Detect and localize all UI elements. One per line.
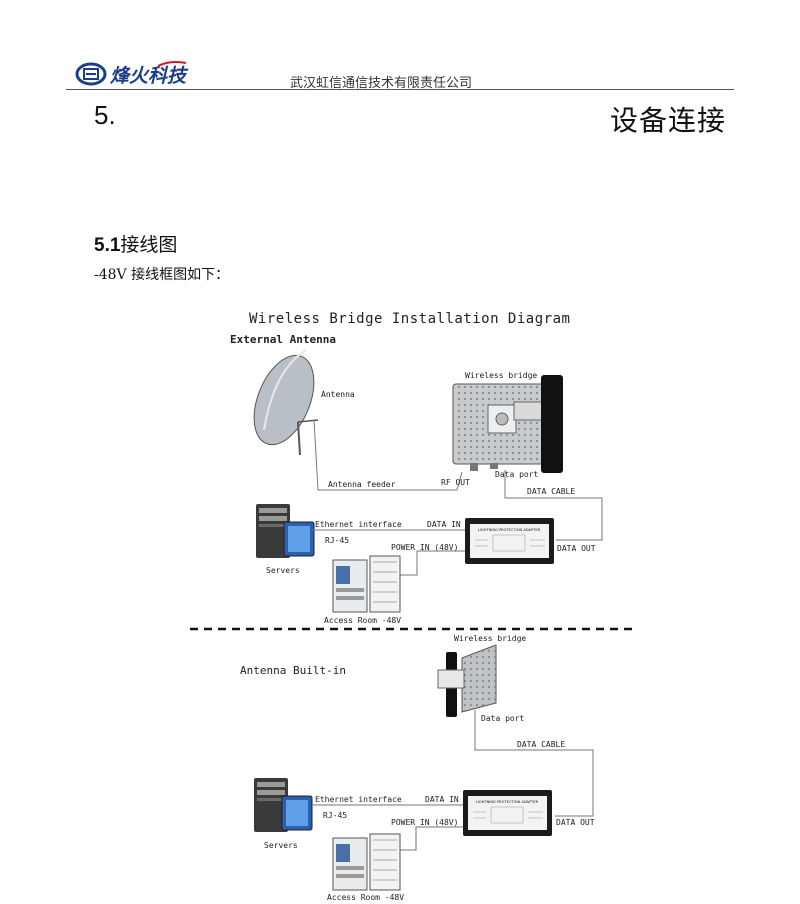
label-access-room-2: Access Room -48V — [327, 893, 404, 902]
label-antenna-feeder: Antenna feeder — [328, 480, 396, 489]
adapter-label-2: LIGHTNING PROTECTION ADAPTER — [476, 800, 539, 804]
dish-antenna — [253, 349, 319, 456]
diagram-title: Wireless Bridge Installation Diagram — [249, 311, 570, 327]
installation-diagram: Wireless Bridge Installation Diagram Ext… — [190, 311, 634, 902]
access-room-rack-1 — [332, 555, 401, 613]
server-icon-1 — [256, 504, 315, 558]
intro-text: -48V 接线框图如下： — [94, 267, 230, 283]
label-power-in-1: POWER IN (48V) — [391, 543, 458, 552]
logo-text: 烽火科技 — [109, 65, 189, 87]
label-power-in-2: POWER IN (48V) — [391, 818, 458, 827]
label-ethernet-2: Ethernet interface — [315, 795, 402, 804]
label-data-in-2: DATA IN — [425, 795, 459, 804]
label-servers-1: Servers — [266, 566, 300, 575]
page-header: 烽火科技 武汉虹信通信技术有限责任公司 — [66, 55, 734, 91]
header-divider — [66, 89, 734, 90]
server-icon-2 — [254, 778, 313, 832]
label-wireless-bridge-1: Wireless bridge — [465, 371, 537, 380]
label-rj45-2: RJ-45 — [323, 811, 347, 820]
company-name: 武汉虹信通信技术有限责任公司 — [290, 76, 473, 91]
protection-adapter-1: LIGHTNING PROTECTION ADAPTER — [465, 518, 554, 564]
section-title: 设备连接 — [609, 104, 726, 137]
access-room-rack-2 — [332, 833, 401, 891]
label-antenna: Antenna — [321, 390, 355, 399]
section-number: 5. — [94, 100, 116, 130]
label-data-port-2: Data port — [481, 714, 525, 723]
label-data-cable-1: DATA CABLE — [527, 487, 575, 496]
label-rf-out: RF OUT — [441, 478, 470, 487]
company-logo: 烽火科技 — [75, 61, 189, 87]
builtin-antenna-heading: Antenna Built-in — [240, 664, 346, 677]
label-data-cable-2: DATA CABLE — [517, 740, 565, 749]
label-rj45-1: RJ-45 — [325, 536, 349, 545]
label-data-out-1: DATA OUT — [557, 544, 596, 553]
subsection-number: 5.1 — [94, 235, 121, 256]
adapter-label-1: LIGHTNING PROTECTION ADAPTER — [478, 528, 541, 532]
label-wireless-bridge-2: Wireless bridge — [454, 634, 526, 643]
label-access-room-1: Access Room -48V — [324, 616, 401, 625]
label-data-out-2: DATA OUT — [556, 818, 595, 827]
label-servers-2: Servers — [264, 841, 298, 850]
wireless-bridge-2 — [437, 644, 497, 717]
label-data-port-1: Data port — [495, 470, 539, 479]
label-data-in-1: DATA IN — [427, 520, 461, 529]
subsection-title: 接线图 — [120, 234, 178, 256]
label-ethernet-1: Ethernet interface — [315, 520, 402, 529]
protection-adapter-2: LIGHTNING PROTECTION ADAPTER — [463, 790, 552, 836]
subsection-heading: 5.1接线图 — [94, 230, 177, 257]
wireless-bridge-1 — [452, 375, 563, 473]
external-antenna-heading: External Antenna — [230, 333, 336, 346]
